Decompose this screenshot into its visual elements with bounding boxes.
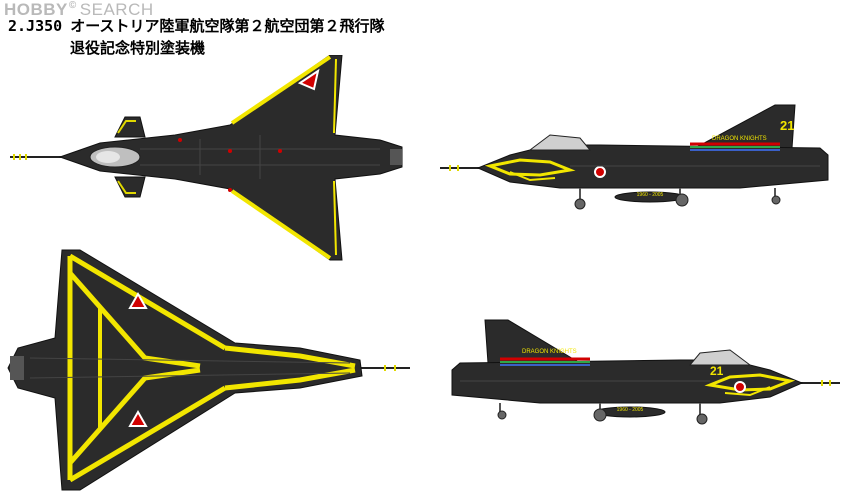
left-side-view: DRAGON KNIGHTS 21 1960 - 2005 bbox=[451, 319, 840, 425]
model-code: 2.J350 bbox=[8, 17, 63, 35]
tail-number-left: 21 bbox=[710, 364, 724, 378]
years-text-left: 1960 - 2005 bbox=[617, 407, 644, 413]
watermark-copyright: © bbox=[68, 0, 77, 12]
top-view bbox=[10, 55, 403, 261]
years-text: 1960 - 2005 bbox=[637, 192, 664, 198]
title-subtitle: 退役記念特別塗装機 bbox=[70, 39, 206, 57]
title-text: オーストリア陸軍航空隊第２航空団第２飛行隊 bbox=[70, 17, 385, 35]
bottom-view bbox=[7, 249, 410, 491]
header: HOBBY©SEARCH 2.J350 オーストリア陸軍航空隊第２航空団第２飛行隊… bbox=[0, 0, 842, 60]
title-line-1: 2.J350 オーストリア陸軍航空隊第２航空団第２飛行隊 bbox=[8, 15, 384, 36]
watermark-logo: HOBBY©SEARCH bbox=[4, 0, 154, 20]
watermark-suffix: SEARCH bbox=[79, 0, 154, 19]
fin-text-left: DRAGON KNIGHTS bbox=[522, 349, 577, 355]
watermark-brand: HOBBY bbox=[4, 0, 68, 19]
tail-number: 21 bbox=[780, 118, 794, 133]
right-side-view: 21 DRAGON KNIGHTS 1960 - 2005 bbox=[440, 104, 829, 210]
fin-text: DRAGON KNIGHTS bbox=[712, 136, 767, 142]
